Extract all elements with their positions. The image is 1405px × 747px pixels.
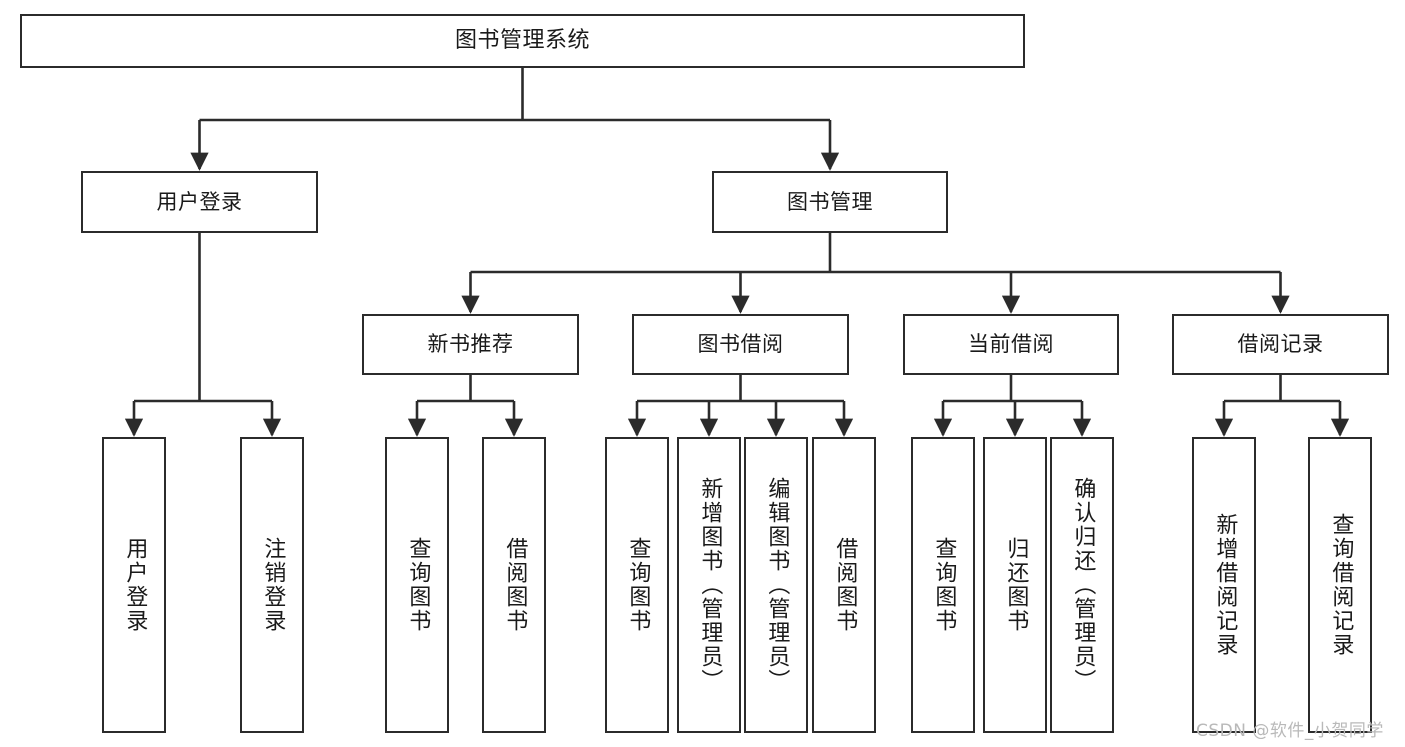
node-label: 图书管理: [787, 189, 873, 214]
node-label: 新增借阅记录: [1212, 513, 1238, 657]
node-label: 查询图书: [931, 537, 957, 633]
node-label: 当前借阅: [968, 332, 1054, 357]
node-label: 注销登录: [260, 537, 286, 633]
node-label: 查询借阅记录: [1328, 513, 1354, 657]
node-borrow-record[interactable]: 借阅记录: [1172, 314, 1389, 375]
node-label: 用户登录: [156, 189, 243, 214]
node-new-book-recommend[interactable]: 新书推荐: [362, 314, 579, 375]
node-leaf-query-book-borrow[interactable]: 查询图书: [605, 437, 669, 733]
node-label: 借阅图书: [832, 537, 858, 633]
node-label: 借阅记录: [1237, 332, 1324, 357]
node-label: 用户登录: [122, 537, 148, 633]
node-label: 查询图书: [405, 537, 431, 633]
node-leaf-add-book[interactable]: 新增图书（管理员）: [677, 437, 741, 733]
node-label: 新增图书（管理员）: [697, 477, 723, 693]
node-leaf-user-login[interactable]: 用户登录: [102, 437, 166, 733]
node-leaf-confirm-return[interactable]: 确认归还（管理员）: [1050, 437, 1114, 733]
csdn-watermark: CSDN @软件_小贺同学: [1196, 721, 1384, 741]
node-book-management[interactable]: 图书管理: [712, 171, 948, 233]
node-user-login[interactable]: 用户登录: [81, 171, 318, 233]
node-leaf-logout[interactable]: 注销登录: [240, 437, 304, 733]
node-leaf-add-borrow-record[interactable]: 新增借阅记录: [1192, 437, 1256, 733]
node-leaf-query-book-current[interactable]: 查询图书: [911, 437, 975, 733]
node-label: 归还图书: [1003, 537, 1029, 633]
node-leaf-borrow-book[interactable]: 借阅图书: [812, 437, 876, 733]
node-leaf-borrow-book-recommend[interactable]: 借阅图书: [482, 437, 546, 733]
node-current-borrow[interactable]: 当前借阅: [903, 314, 1119, 375]
node-label: 新书推荐: [427, 332, 514, 357]
node-leaf-edit-book[interactable]: 编辑图书（管理员）: [744, 437, 808, 733]
node-label: 借阅图书: [502, 537, 528, 633]
node-leaf-query-book-recommend[interactable]: 查询图书: [385, 437, 449, 733]
node-leaf-query-borrow-record[interactable]: 查询借阅记录: [1308, 437, 1372, 733]
node-leaf-return-book[interactable]: 归还图书: [983, 437, 1047, 733]
node-book-borrow[interactable]: 图书借阅: [632, 314, 849, 375]
node-label: 确认归还（管理员）: [1070, 477, 1096, 693]
node-root[interactable]: 图书管理系统: [20, 14, 1025, 68]
node-label: 编辑图书（管理员）: [764, 477, 790, 693]
node-label: 图书借阅: [697, 332, 784, 357]
node-label: 查询图书: [625, 537, 651, 633]
node-label: 图书管理系统: [454, 28, 590, 54]
